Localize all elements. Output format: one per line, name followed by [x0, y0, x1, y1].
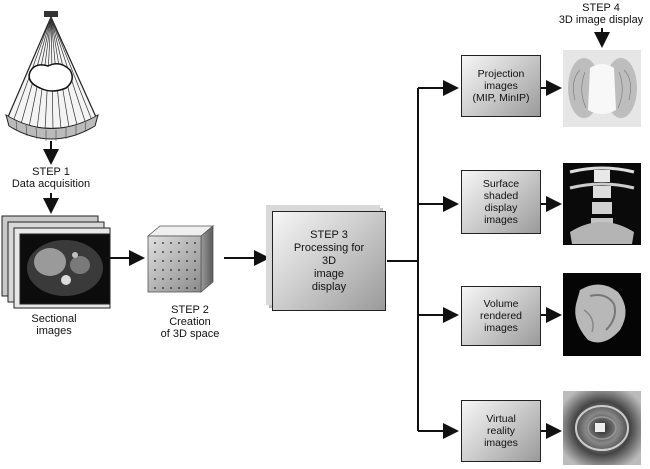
3d-space-cube-icon	[146, 225, 215, 293]
branch-arrows	[387, 80, 459, 439]
step2-label: STEP 2 Creation of 3D space	[160, 304, 220, 340]
ultrasound-scanner-icon	[5, 11, 99, 141]
output-box-volume: Volume rendered images	[461, 286, 541, 346]
output-box-virtual: Virtual reality images	[461, 400, 541, 462]
output-box-projection: Projection images (MIP, MinIP)	[461, 55, 541, 117]
chest-projection-image	[563, 50, 641, 127]
output-box-surface: Surface shaded display images	[461, 170, 541, 234]
step4-label: STEP 4 3D image display	[558, 2, 644, 26]
airway-virtual-reality-image	[563, 391, 641, 465]
output-label-virtual: Virtual reality images	[484, 413, 518, 449]
output-label-projection: Projection images (MIP, MinIP)	[472, 68, 530, 104]
output-label-volume: Volume rendered images	[479, 298, 523, 334]
heart-volume-rendered-image	[563, 273, 641, 356]
output-to-image-arrows	[540, 80, 562, 439]
step3-label: STEP 3 Processing for 3D image display	[293, 228, 365, 293]
step1-label: STEP 1 Data acquisition	[11, 166, 91, 190]
sectional-images-stack-icon	[1, 215, 111, 309]
sectional-images-label: Sectional images	[31, 313, 77, 337]
output-label-surface: Surface shaded display images	[482, 178, 520, 226]
spine-surface-image	[563, 163, 641, 245]
step3-processing-box: STEP 3 Processing for 3D image display	[272, 211, 386, 311]
